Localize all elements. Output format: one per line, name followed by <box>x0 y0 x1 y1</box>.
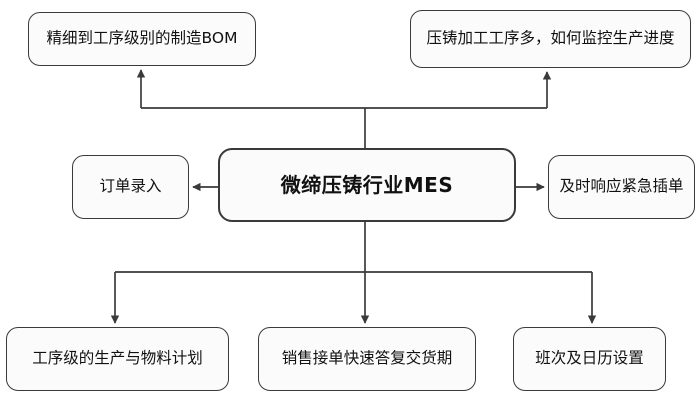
node-urgent-order-response-label: 及时响应紧急插单 <box>559 177 684 196</box>
node-delivery-date-reply-label: 销售接单快速答复交货期 <box>281 349 453 368</box>
node-manufacturing-bom-label: 精细到工序级别的制造BOM <box>46 29 238 48</box>
node-shift-calendar-setup[interactable]: 班次及日历设置 <box>513 327 666 391</box>
node-core-mes-label: 微缔压铸行业MES <box>280 172 454 197</box>
node-order-entry-label: 订单录入 <box>99 177 162 196</box>
node-manufacturing-bom[interactable]: 精细到工序级别的制造BOM <box>28 12 256 66</box>
node-shift-calendar-setup-label: 班次及日历设置 <box>535 349 644 368</box>
node-delivery-date-reply[interactable]: 销售接单快速答复交货期 <box>258 327 476 391</box>
node-production-material-plan-label: 工序级的生产与物料计划 <box>32 349 203 368</box>
node-production-material-plan[interactable]: 工序级的生产与物料计划 <box>6 327 229 391</box>
node-process-monitoring-label: 压铸加工工序多，如何监控生产进度 <box>426 29 675 48</box>
node-order-entry[interactable]: 订单录入 <box>72 155 189 219</box>
node-core-mes[interactable]: 微缔压铸行业MES <box>218 148 516 222</box>
node-urgent-order-response[interactable]: 及时响应紧急插单 <box>548 155 695 219</box>
node-process-monitoring[interactable]: 压铸加工工序多，如何监控生产进度 <box>410 10 691 68</box>
